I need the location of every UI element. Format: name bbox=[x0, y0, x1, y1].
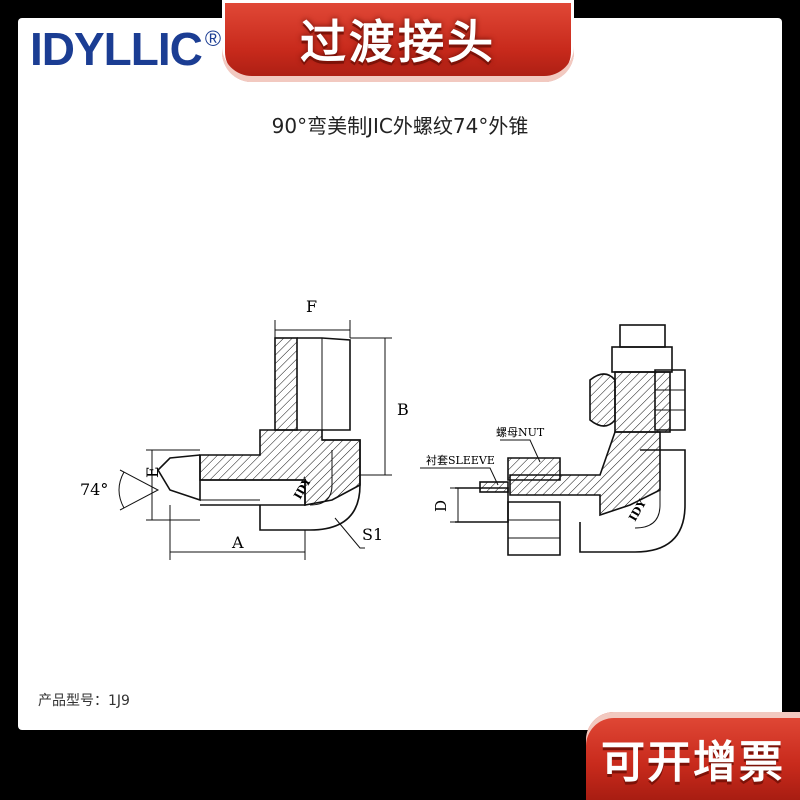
right-top-thread bbox=[619, 324, 666, 348]
label-angle: 74° bbox=[80, 480, 108, 499]
brand-logo-text: IDYLLIC bbox=[30, 23, 203, 75]
title-banner: 过渡接头 bbox=[222, 0, 574, 82]
label-f: F bbox=[306, 297, 317, 316]
angle-lines bbox=[119, 469, 160, 511]
label-b: B bbox=[397, 400, 409, 419]
right-elbow-hatch bbox=[509, 431, 661, 517]
label-sleeve: 衬套SLEEVE bbox=[426, 454, 495, 467]
model-value: 1J9 bbox=[108, 693, 130, 709]
label-nut: 螺母NUT bbox=[496, 426, 545, 439]
s1-leader bbox=[334, 517, 365, 549]
right-top-nut-section bbox=[589, 373, 616, 427]
label-e: E bbox=[143, 466, 162, 478]
label-a: A bbox=[231, 533, 244, 552]
left-elbow-hatch bbox=[199, 429, 361, 506]
left-horizontal-thread bbox=[200, 479, 306, 506]
right-top-collar bbox=[611, 346, 673, 373]
label-d: D bbox=[432, 500, 450, 512]
sleeve-leader bbox=[420, 467, 499, 486]
right-vertical-hatch bbox=[614, 371, 671, 433]
model-label: 产品型号： bbox=[38, 693, 108, 709]
product-model: 产品型号：1J9 bbox=[38, 690, 130, 710]
left-vertical-hatch bbox=[274, 337, 298, 431]
right-nut-section bbox=[507, 457, 561, 481]
right-sleeve-hatch bbox=[479, 481, 509, 493]
left-fitting bbox=[118, 320, 392, 560]
registered-mark: ® bbox=[204, 26, 221, 51]
banner-title: 过渡接头 bbox=[300, 15, 496, 69]
right-fitting bbox=[420, 324, 686, 556]
brand-logo: IDYLLIC® bbox=[30, 23, 221, 75]
right-elbow-tube bbox=[579, 449, 686, 553]
technical-drawing: F B A E 74° S1 IDY 螺母NUT 衬套SLEEVE bbox=[80, 297, 686, 560]
right-nut-hex bbox=[507, 501, 561, 556]
invoice-banner-text: 可开增票 bbox=[601, 737, 785, 788]
label-s1: S1 bbox=[362, 525, 383, 544]
product-subtitle: 90°弯美制JIC外螺纹74°外锥 bbox=[271, 114, 529, 138]
right-tube bbox=[455, 487, 509, 523]
left-vertical-thread bbox=[297, 337, 351, 431]
left-elbow-tube bbox=[259, 439, 361, 531]
invoice-banner: 可开增票 bbox=[586, 712, 800, 800]
left-horizontal-cone bbox=[156, 454, 201, 502]
nut-leader bbox=[500, 439, 541, 463]
